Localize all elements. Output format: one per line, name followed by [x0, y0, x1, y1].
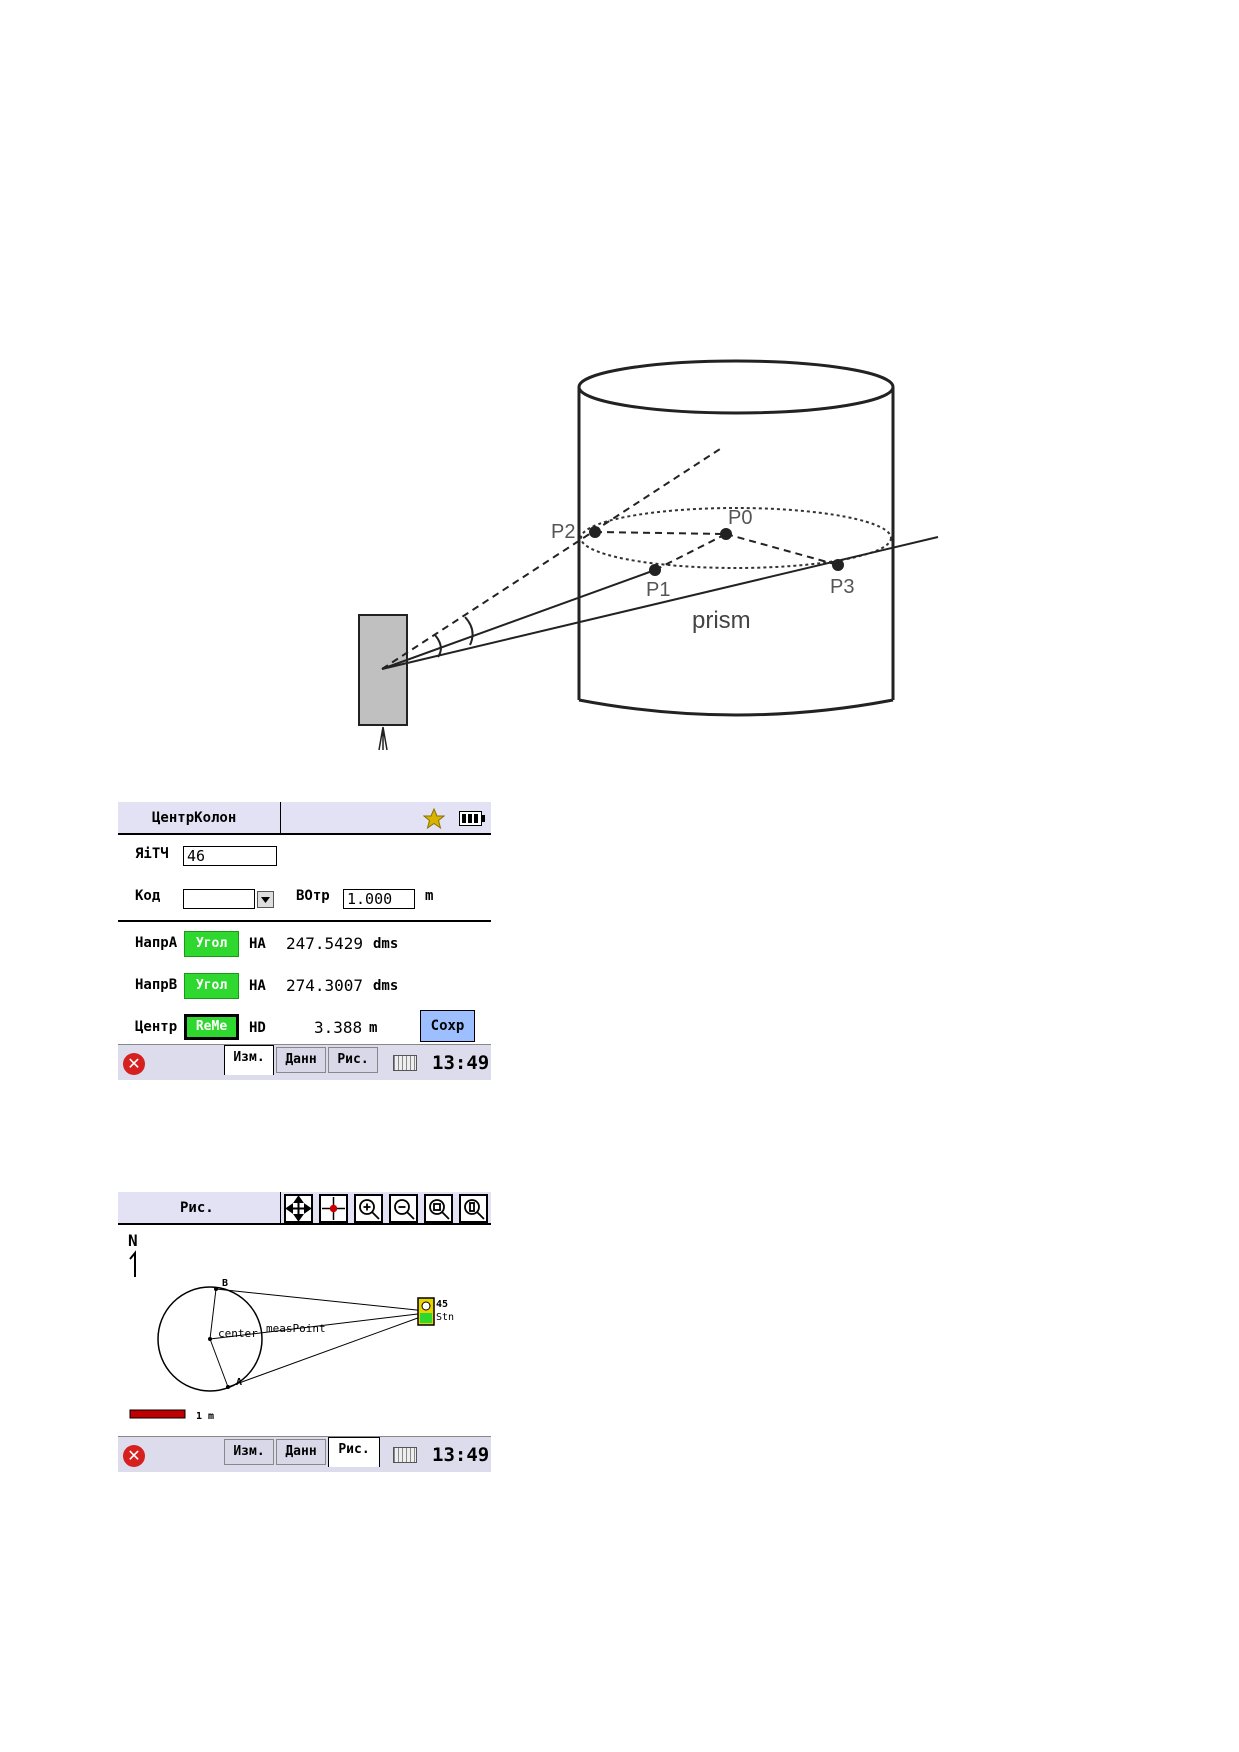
chevron-down-icon: [261, 897, 270, 903]
zoom-window-button[interactable]: [424, 1194, 453, 1223]
tab-measure[interactable]: Изм.: [224, 1045, 274, 1075]
direction-b-angle-button[interactable]: Угол: [184, 973, 239, 999]
keyboard-icon[interactable]: [393, 1447, 417, 1463]
code-dropdown-button[interactable]: [257, 891, 274, 908]
direction-a-kind: HA: [249, 936, 266, 952]
point-name-label: ЯiТЧ: [135, 846, 169, 862]
zoom-extent-icon: [464, 1199, 485, 1220]
point-b: [214, 1287, 218, 1291]
tab-measure[interactable]: Изм.: [224, 1439, 274, 1465]
center-distance-unit: m: [369, 1020, 378, 1036]
label-station: Stn: [436, 1312, 454, 1323]
direction-b-label: НапрВ: [135, 977, 178, 993]
center-label: Центр: [135, 1019, 178, 1035]
center-kind: HD: [249, 1020, 266, 1036]
direction-a-unit: dms: [373, 936, 399, 952]
tab-figure[interactable]: Рис.: [328, 1047, 378, 1073]
clock: 13:49: [432, 1444, 490, 1466]
tab-data[interactable]: Данн: [276, 1047, 326, 1073]
zoom-in-icon: [359, 1199, 380, 1220]
point-p3: [832, 559, 844, 571]
taskbar: ✕ Изм. Данн Рис. 13:49: [118, 1044, 491, 1080]
point-name-input[interactable]: 46: [183, 846, 277, 866]
label-prism: prism: [692, 607, 751, 634]
taskbar: ✕ Изм. Данн Рис. 13:49: [118, 1436, 491, 1472]
title-separator: [280, 802, 281, 835]
label-p1: P1: [646, 579, 670, 601]
label-center: center: [218, 1327, 258, 1340]
point-a: [226, 1385, 230, 1389]
tripod-icon: [378, 726, 388, 751]
instrument-icon: [358, 614, 408, 726]
tab-data[interactable]: Данн: [276, 1439, 326, 1465]
north-arrow-icon: [129, 1250, 136, 1277]
direction-b-kind: HA: [249, 978, 266, 994]
clock: 13:49: [432, 1052, 490, 1074]
close-icon[interactable]: ✕: [123, 1053, 145, 1075]
station-icon: [417, 1297, 435, 1326]
scale-label: 1 m: [196, 1411, 214, 1422]
column-center-screen: ЦентрКолон ЯiТЧ 46 Код ВОтр 1.000 m Напр…: [118, 802, 491, 1080]
point-p0: [720, 528, 732, 540]
label-p2: P2: [551, 521, 575, 543]
screen-title: Рис.: [180, 1200, 214, 1216]
screen-title: ЦентрКолон: [152, 810, 237, 826]
target-height-label: ВОтр: [296, 888, 330, 904]
label-meas-point: measPoint: [266, 1322, 326, 1335]
zoom-in-button[interactable]: [354, 1194, 383, 1223]
center-distance-value: 3.388: [314, 1018, 363, 1037]
column-center-diagram: P0 P1 P2 P3 prism: [358, 359, 939, 751]
label-a: A: [236, 1377, 242, 1388]
figure-screen: Рис.: [118, 1192, 491, 1472]
target-height-input[interactable]: 1.000: [343, 889, 415, 909]
label-p0: P0: [728, 507, 752, 529]
center-measure-button[interactable]: ReMe: [184, 1014, 239, 1040]
code-input[interactable]: [183, 889, 255, 909]
title-separator: [280, 1192, 281, 1225]
target-height-unit: m: [425, 888, 434, 904]
direction-a-value: 247.5429: [286, 934, 364, 953]
zoom-out-button[interactable]: [389, 1194, 418, 1223]
zoom-out-icon: [394, 1199, 415, 1220]
save-button[interactable]: Сохр: [420, 1010, 475, 1042]
point-center: [208, 1337, 212, 1341]
label-p3: P3: [830, 576, 854, 598]
pan-icon: [285, 1195, 312, 1222]
pan-tool-button[interactable]: [284, 1194, 313, 1223]
star-icon[interactable]: [423, 808, 445, 830]
center-tool-button[interactable]: [319, 1194, 348, 1223]
section-ellipse: [580, 507, 892, 569]
code-label: Код: [135, 888, 161, 904]
direction-b-value: 274.3007: [286, 976, 364, 995]
zoom-extent-button[interactable]: [459, 1194, 488, 1223]
direction-a-angle-button[interactable]: Угол: [184, 931, 239, 957]
label-station-id: 45: [436, 1299, 448, 1310]
divider: [118, 920, 491, 922]
label-b: B: [222, 1278, 228, 1289]
map-canvas[interactable]: N B A center measPoint 45 Stn 1 m: [118, 1227, 491, 1432]
close-icon[interactable]: ✕: [123, 1445, 145, 1467]
point-p2: [589, 526, 601, 538]
keyboard-icon[interactable]: [393, 1055, 417, 1071]
cylinder: [577, 359, 895, 717]
north-label: N: [128, 1231, 138, 1250]
title-bar: Рис.: [118, 1192, 491, 1225]
crosshair-icon: [322, 1197, 345, 1220]
map-lines: [209, 1288, 427, 1388]
scale-bar: [129, 1409, 186, 1419]
tab-figure[interactable]: Рис.: [328, 1437, 380, 1467]
column-circle: [157, 1286, 263, 1392]
direction-b-unit: dms: [373, 978, 399, 994]
zoom-window-icon: [429, 1199, 450, 1220]
point-p1: [649, 564, 661, 576]
sight-lines: [381, 448, 939, 670]
title-bar: ЦентрКолон: [118, 802, 491, 835]
battery-icon: [459, 811, 485, 826]
direction-a-label: НапрА: [135, 935, 178, 951]
